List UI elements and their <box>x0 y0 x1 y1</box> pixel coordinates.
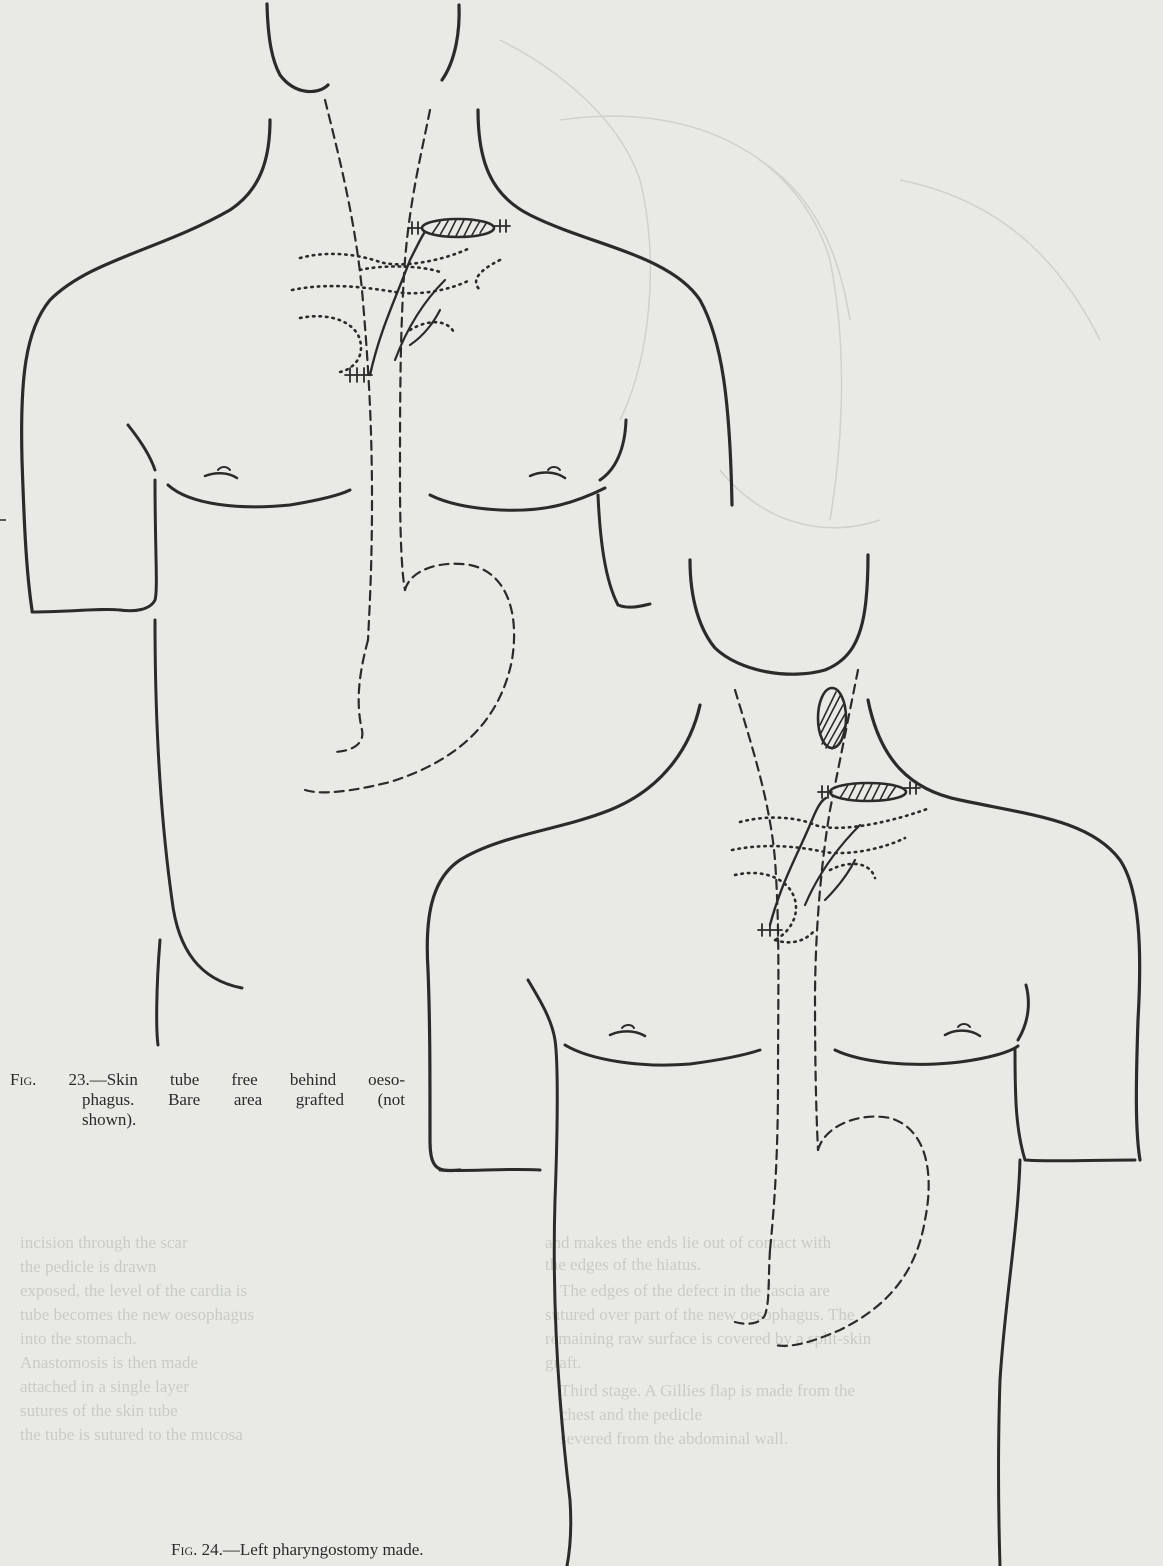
bleed-through-sketch <box>500 40 1100 528</box>
figure-24-drawing <box>427 555 1140 1566</box>
figure-23-drawing <box>22 4 732 1045</box>
figure-24-label: Fig. 24. <box>171 1540 223 1559</box>
figure-23-caption-line-1: —Skin tube free behind oeso- <box>90 1070 405 1089</box>
figure-23-caption: Fig. 23.—Skin tube free behind oeso- pha… <box>10 1070 405 1130</box>
figure-24-caption-text: —Left pharyngostomy made. <box>223 1540 424 1559</box>
figure-23-caption-line-2: phagus. Bare area grafted (not <box>10 1090 405 1110</box>
figure-24-caption: Fig. 24.—Left pharyngostomy made. <box>171 1540 424 1560</box>
figure-23-label: Fig. 23. <box>10 1070 90 1089</box>
figure-23-caption-line-3: shown). <box>10 1110 405 1130</box>
